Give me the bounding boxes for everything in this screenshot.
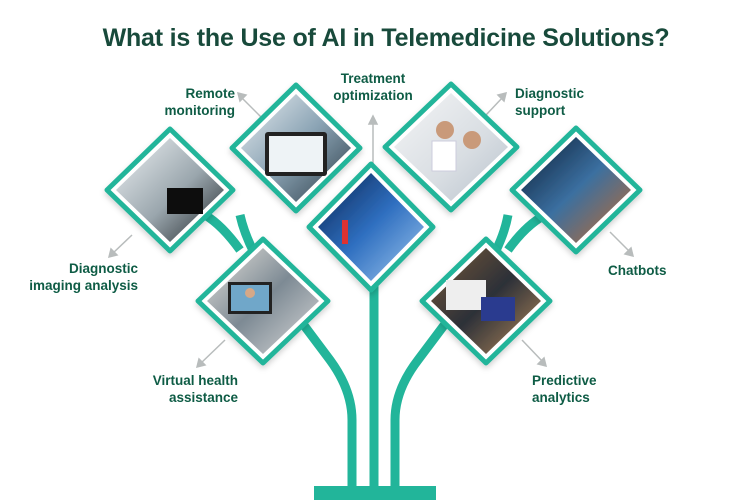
diamond-diagnostic-support (382, 81, 520, 213)
label-line: optimization (333, 88, 413, 103)
label-line: Virtual health (152, 373, 238, 388)
label-treatment-optimization: Treatment optimization (318, 70, 428, 104)
page-title: What is the Use of AI in Telemedicine So… (102, 24, 670, 52)
label-line: monitoring (164, 103, 236, 118)
label-remote-monitoring: Remote monitoring (140, 85, 236, 119)
label-diagnostic-imaging: Diagnostic imaging analysis (0, 260, 138, 294)
label-line: analytics (532, 390, 590, 405)
label-line: Treatment (340, 71, 406, 86)
diamond-diagnostic-imaging (104, 126, 236, 254)
label-predictive-analytics: Predictive analytics (532, 372, 642, 406)
label-chatbots: Chatbots (608, 262, 708, 279)
label-line: Chatbots (608, 263, 667, 278)
diamond-predictive-analytics (419, 236, 553, 366)
label-line: Diagnostic (68, 261, 138, 276)
label-diagnostic-support: Diagnostic support (515, 85, 625, 119)
tree-base (314, 486, 436, 500)
label-line: assistance (168, 390, 238, 405)
label-line: support (515, 103, 566, 118)
label-line: Remote (185, 86, 235, 101)
pointer-arrows (107, 91, 635, 369)
label-virtual-health: Virtual health assistance (110, 372, 238, 406)
diamond-chatbots (509, 125, 643, 255)
label-line: imaging analysis (29, 278, 138, 293)
diamond-treatment-optimization (306, 161, 436, 293)
label-line: Predictive (532, 373, 597, 388)
diamond-virtual-health (195, 236, 331, 366)
label-line: Diagnostic (515, 86, 585, 101)
diamond-remote-monitoring (229, 82, 363, 214)
